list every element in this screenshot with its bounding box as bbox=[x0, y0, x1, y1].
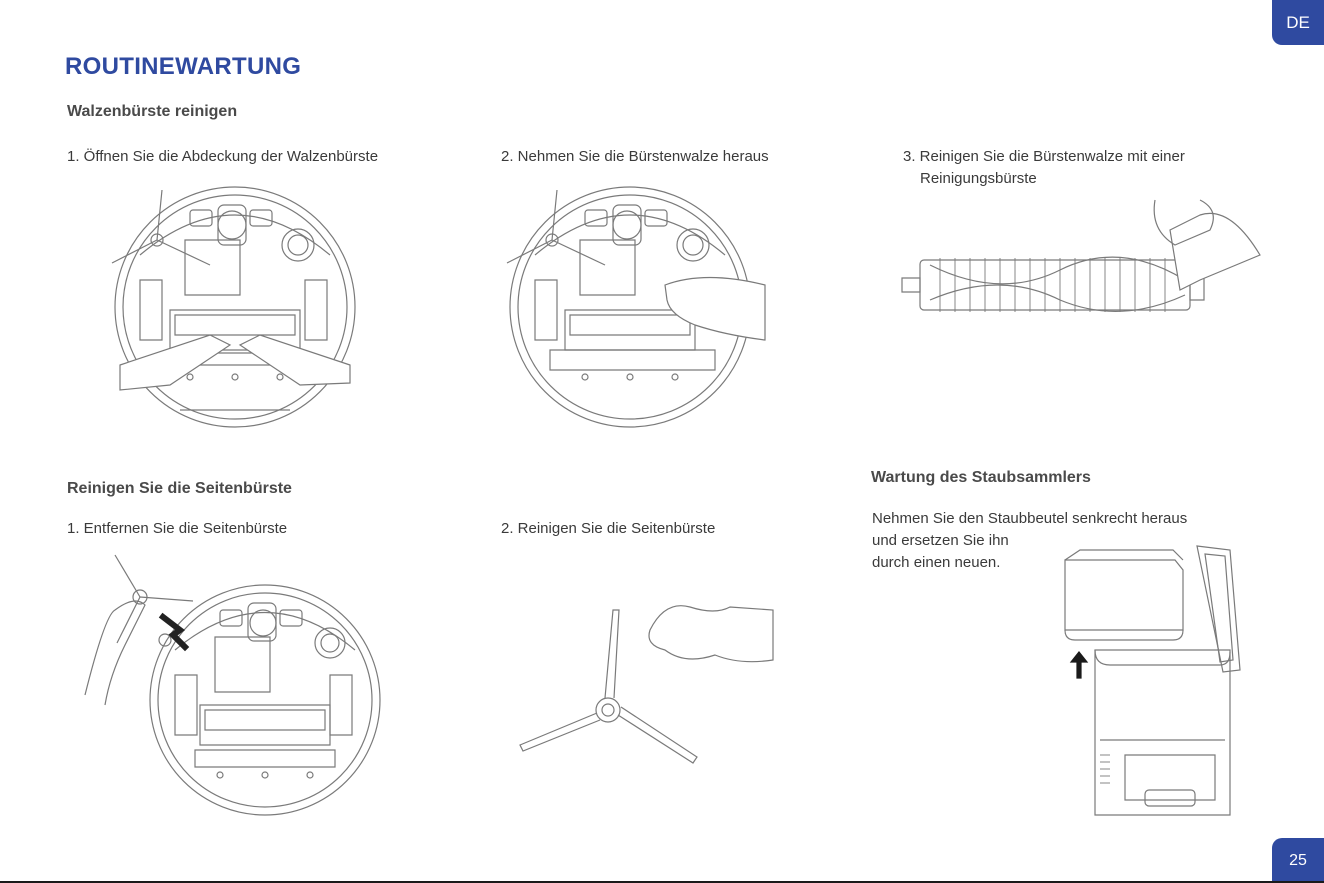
roller-brush-cleaning-illustration bbox=[900, 200, 1265, 330]
section-heading-side-brush: Reinigen Sie die Seitenbürste bbox=[67, 480, 292, 498]
step-roller-3-line1: 3. Reinigen Sie die Bürstenwalze mit ein… bbox=[903, 146, 1185, 168]
step-roller-3-line2: Reinigungsbürste bbox=[920, 168, 1037, 190]
side-brush-removal-illustration bbox=[85, 555, 385, 825]
side-brush-cleaning-illustration bbox=[515, 595, 780, 770]
dust-collector-text-line3: durch einen neuen. bbox=[872, 552, 1000, 574]
page-title: ROUTINEWARTUNG bbox=[65, 53, 301, 81]
dust-station-illustration bbox=[1055, 540, 1245, 825]
step-roller-2: 2. Nehmen Sie die Bürstenwalze heraus bbox=[501, 146, 769, 168]
step-side-brush-2: 2. Reinigen Sie die Seitenbürste bbox=[501, 518, 715, 540]
step-roller-1: 1. Öffnen Sie die Abdeckung der Walzenbü… bbox=[67, 146, 378, 168]
section-heading-roller-brush: Walzenbürste reinigen bbox=[67, 103, 237, 121]
section-heading-dust-collector: Wartung des Staubsammlers bbox=[871, 469, 1091, 487]
dust-collector-text-line1: Nehmen Sie den Staubbeutel senkrecht her… bbox=[872, 508, 1187, 530]
language-tab: DE bbox=[1272, 0, 1324, 45]
step-side-brush-1: 1. Entfernen Sie die Seitenbürste bbox=[67, 518, 287, 540]
robot-underside-remove-roller-illustration bbox=[505, 185, 775, 430]
dust-collector-text-line2: und ersetzen Sie ihn bbox=[872, 530, 1009, 552]
page-number: 25 bbox=[1272, 838, 1324, 883]
robot-underside-open-cover-illustration bbox=[110, 185, 360, 430]
